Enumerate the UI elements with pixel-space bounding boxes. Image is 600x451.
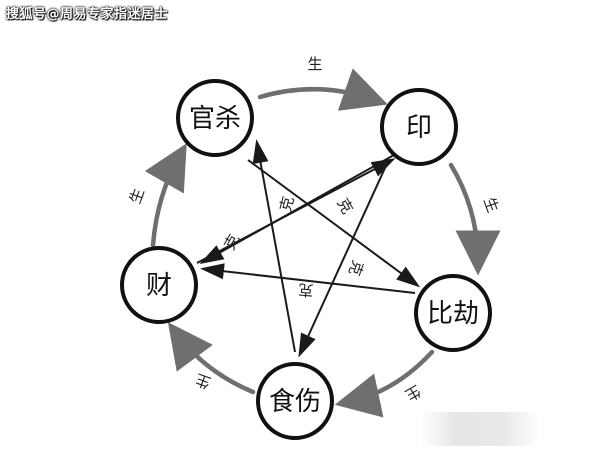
arrow-guansha-to-bijie: [247, 159, 421, 288]
generate-cycle: [144, 68, 501, 418]
arrow-shishang-to-cai: [167, 322, 256, 395]
label-control-1: 克: [276, 194, 297, 213]
node-guansha: 官杀: [176, 79, 254, 157]
blurred-area: [420, 412, 540, 446]
node-shishang-label: 食伤: [269, 387, 321, 417]
node-shishang: 食伤: [256, 362, 334, 440]
label-generate-top: 生: [307, 55, 322, 73]
node-yin: 印: [380, 88, 458, 166]
node-bijie: 比劫: [414, 274, 492, 352]
arrow-shishang-to-guansha: [252, 139, 296, 353]
watermark-text: 搜狐号@周易专家指迷居士: [6, 7, 169, 22]
label-generate-left: 生: [126, 186, 148, 206]
arrow-cai-to-guansha: [144, 143, 187, 248]
arrow-bijie-to-cai: [200, 263, 416, 294]
node-cai: 财: [120, 246, 198, 324]
arrow-yin-to-bijie: [448, 162, 501, 276]
arrow-yin-to-shishang: [298, 167, 386, 358]
node-bijie-label: 比劫: [427, 299, 479, 329]
arrow-bijie-to-shishang: [334, 349, 435, 418]
label-control-4: 克: [345, 258, 367, 278]
node-cai-label: 财: [146, 271, 172, 301]
label-generate-bottom-left: 生: [193, 370, 213, 392]
label-generate-bottom-right: 生: [402, 381, 424, 404]
node-guansha-label: 官杀: [189, 104, 241, 134]
arrow-cai-to-yin: [196, 158, 396, 264]
label-generate-right: 生: [480, 195, 502, 215]
control-star: [196, 139, 421, 358]
label-control-2: 克: [333, 195, 356, 217]
label-control-5: 克: [298, 280, 315, 299]
arrow-guansha-to-yin: [257, 68, 388, 111]
node-yin-label: 印: [406, 113, 432, 143]
